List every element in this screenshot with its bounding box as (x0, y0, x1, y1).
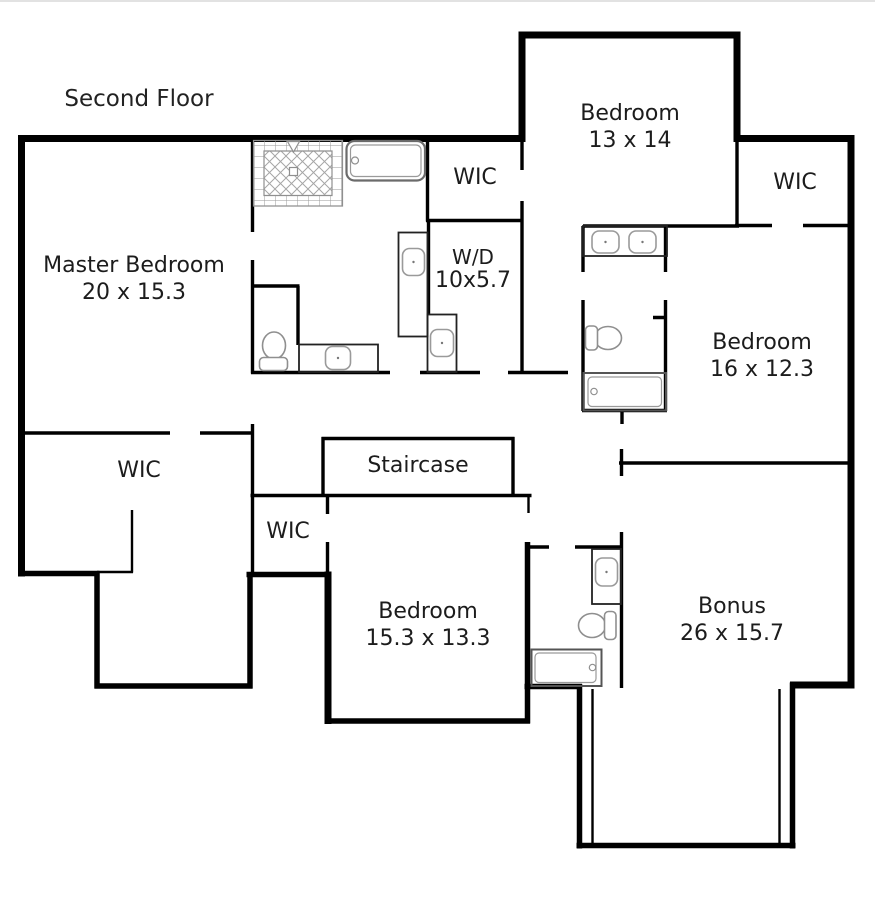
room-name: Bonus (698, 594, 766, 619)
laundry-room (426, 313, 458, 373)
room-name: W/D (452, 245, 494, 269)
closet-label-wic-small: WIC (266, 519, 310, 544)
room-label-staircase: Staircase (367, 452, 468, 479)
master-bath (252, 139, 429, 373)
page-title: Second Floor (64, 86, 214, 112)
room-name: Master Bedroom (43, 253, 225, 278)
laundry-sink-cabinet (426, 313, 458, 373)
vanity (591, 548, 622, 605)
room-name: Bedroom (378, 599, 478, 624)
sink-icon (429, 328, 455, 358)
room-label-master-bedroom: Master Bedroom 20 x 15.3 (43, 252, 225, 306)
toilet-icon (584, 325, 623, 351)
bathtub-icon (345, 139, 427, 182)
room-name: Staircase (367, 453, 469, 478)
room-label-bedroom-13x14: Bedroom 13 x 14 (580, 100, 680, 154)
room-dims: 26 x 15.7 (680, 621, 784, 646)
sink-icon (324, 345, 352, 371)
interior-walls (18, 140, 855, 843)
room-label-bedroom-16x12: Bedroom 16 x 12.3 (710, 329, 814, 383)
closet-label-wic-master: WIC (117, 458, 161, 483)
shower-head-icon (286, 140, 301, 154)
room-dims: 16 x 12.3 (710, 357, 814, 382)
closet-label-wic-bedroom13: WIC (453, 165, 497, 190)
bonus-bath (530, 548, 622, 687)
room-label-bedroom-15x13: Bedroom 15.3 x 13.3 (366, 598, 491, 652)
closet-label-wic-right: WIC (773, 170, 817, 195)
room-dims: 15.3 x 13.3 (365, 626, 491, 651)
room-dims: 10x5.7 (434, 268, 512, 293)
room-name: Bedroom (580, 101, 680, 126)
double-vanity-icon (582, 225, 668, 257)
room-name: Bedroom (712, 330, 812, 355)
shower-drain-icon (288, 166, 299, 177)
bathtub-icon (582, 372, 667, 412)
room-dims: 20 x 15.3 (82, 280, 186, 305)
room-label-laundry: W/D 10x5.7 (434, 245, 512, 293)
vanity-strip (397, 231, 429, 338)
vanity-counter (298, 343, 379, 373)
bathtub-icon (530, 648, 603, 687)
room-label-bonus: Bonus 26 x 15.7 (680, 593, 784, 647)
toilet-icon (577, 610, 617, 641)
room-dims: 13 x 14 (588, 128, 672, 153)
hall-bath (582, 225, 668, 412)
tiled-shower-icon (252, 139, 344, 207)
toilet-icon (258, 331, 289, 372)
